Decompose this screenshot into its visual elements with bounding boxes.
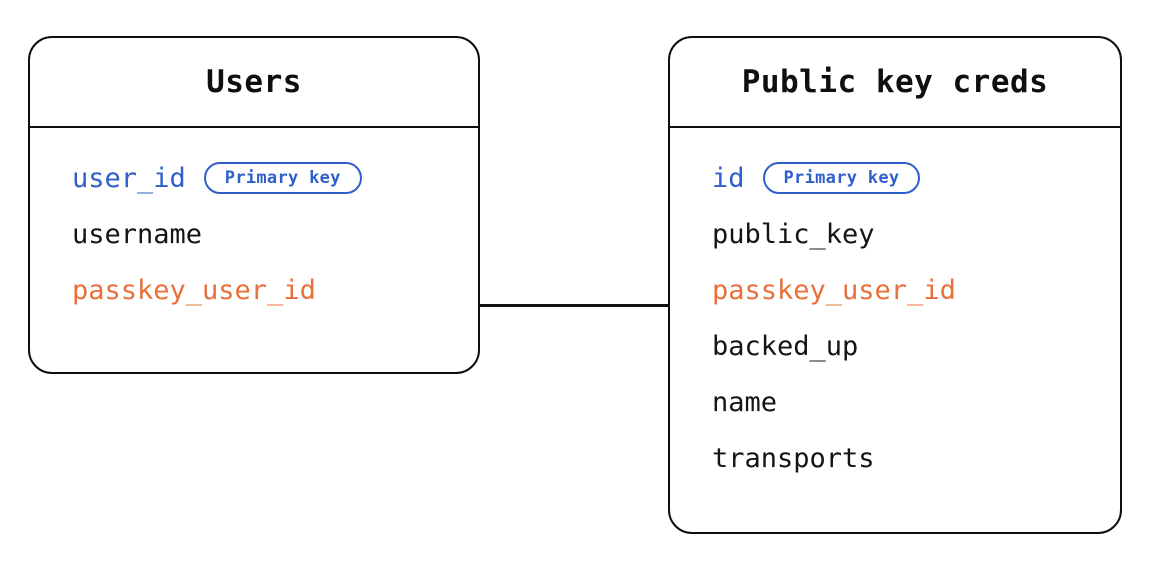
entity-users[interactable]: Users user_id Primary key username passk… xyxy=(28,36,480,374)
entity-users-header: Users xyxy=(30,38,478,128)
primary-key-badge: Primary key xyxy=(203,162,362,194)
field-row[interactable]: backed_up xyxy=(670,318,1120,374)
entity-users-title: Users xyxy=(206,63,302,100)
field-name-backed-up: backed_up xyxy=(712,330,859,362)
field-row[interactable]: username xyxy=(30,206,478,262)
entity-public-key-creds-field-list: id Primary key public_key passkey_user_i… xyxy=(670,128,1120,532)
field-name-id: id xyxy=(712,162,745,194)
entity-public-key-creds[interactable]: Public key creds id Primary key public_k… xyxy=(668,36,1122,534)
entity-users-field-list: user_id Primary key username passkey_use… xyxy=(30,128,478,372)
field-name-passkey-user-id: passkey_user_id xyxy=(712,274,956,306)
field-name-public-key: public_key xyxy=(712,218,875,250)
entity-public-key-creds-title: Public key creds xyxy=(741,63,1049,100)
field-row[interactable]: public_key xyxy=(670,206,1120,262)
primary-key-badge: Primary key xyxy=(762,162,921,194)
field-row[interactable]: name xyxy=(670,374,1120,430)
primary-key-badge-label: Primary key xyxy=(783,167,900,188)
field-name-transports: transports xyxy=(712,442,875,474)
field-row[interactable]: id Primary key xyxy=(670,150,1120,206)
field-row[interactable]: transports xyxy=(670,430,1120,486)
field-name-name: name xyxy=(712,386,778,418)
field-row[interactable]: passkey_user_id xyxy=(670,262,1120,318)
relationship-line-users-to-public-key-creds xyxy=(478,304,670,307)
field-name-passkey-user-id: passkey_user_id xyxy=(72,274,316,306)
entity-public-key-creds-header: Public key creds xyxy=(670,38,1120,128)
field-row[interactable]: user_id Primary key xyxy=(30,150,478,206)
field-row[interactable]: passkey_user_id xyxy=(30,262,478,318)
field-name-username: username xyxy=(72,218,203,250)
field-name-user-id: user_id xyxy=(72,162,186,194)
primary-key-badge-label: Primary key xyxy=(224,167,341,188)
